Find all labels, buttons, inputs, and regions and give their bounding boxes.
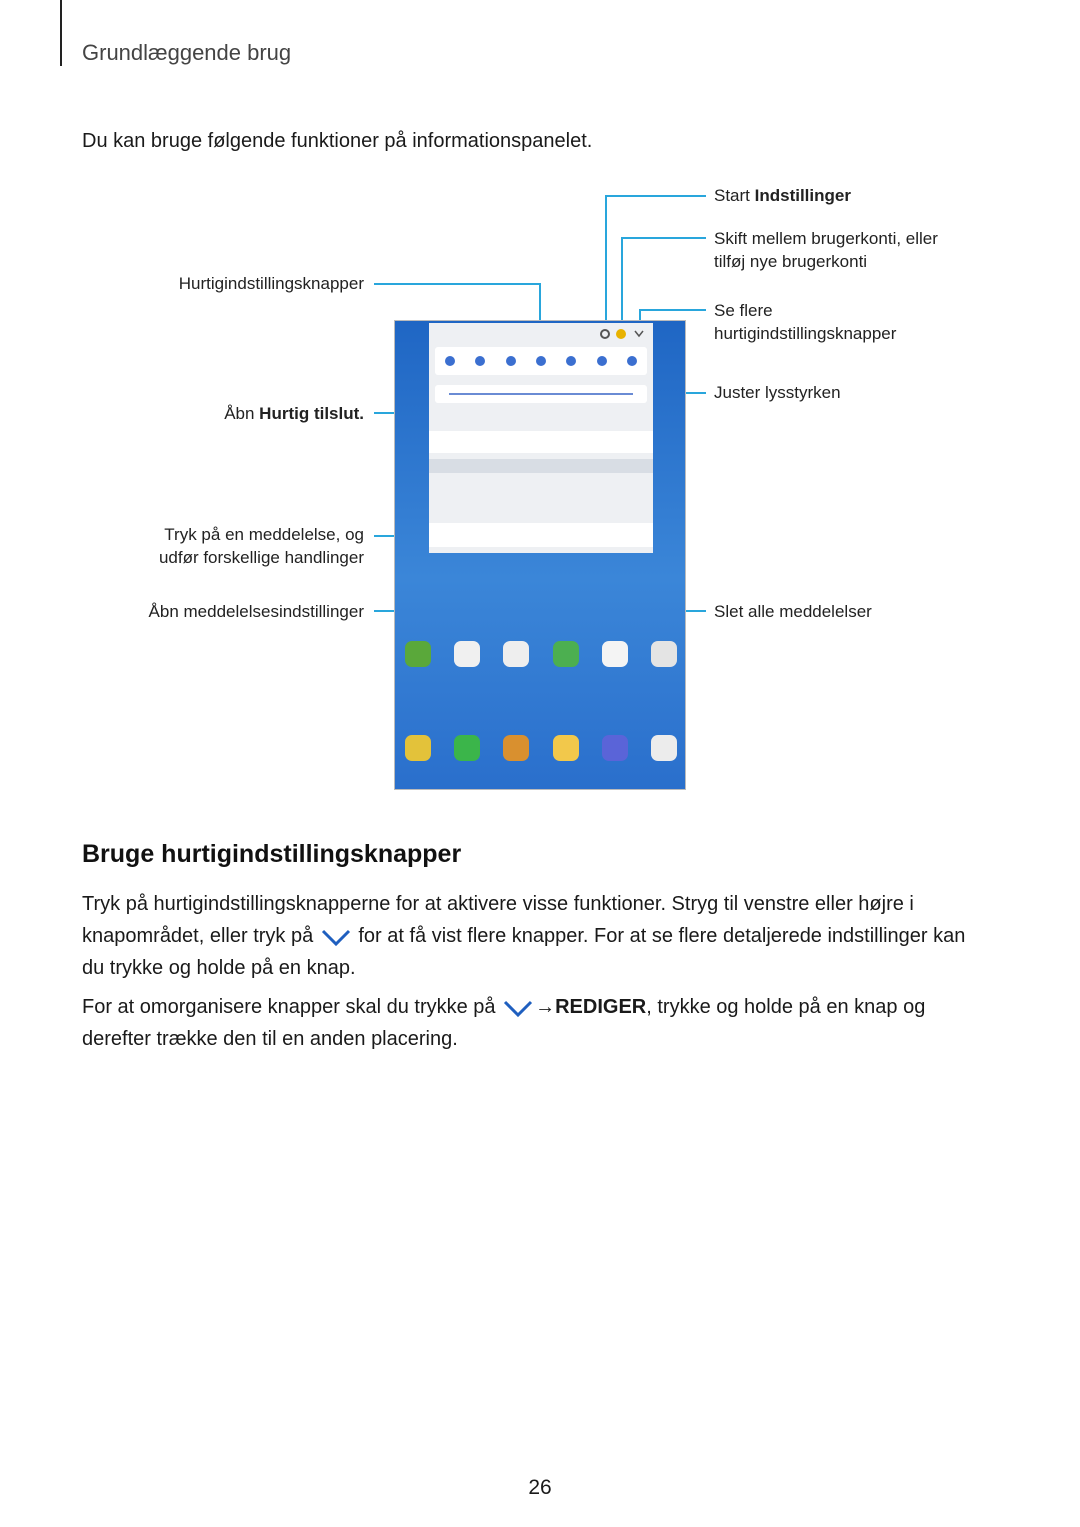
app-icon (405, 735, 431, 761)
sound-icon (505, 356, 516, 366)
location-icon (475, 356, 486, 366)
user-icon (616, 329, 626, 339)
callout-more-line1: Se flere (714, 301, 773, 320)
para2-text-a: For at omorganisere knapper skal du tryk… (82, 996, 496, 1018)
app-icon (552, 641, 579, 667)
para1-text-b: for at få vist flere knapper. For at se … (82, 925, 966, 979)
bluetooth-icon (566, 356, 577, 366)
callout-notif-settings: Åbn meddelelsesindstillinger (148, 602, 364, 621)
notification-item (429, 431, 653, 453)
callout-more-buttons: Se flere hurtigindstillingsknapper (714, 299, 896, 345)
paragraph-2: For at omorganisere knapper skal du tryk… (82, 991, 992, 1055)
callout-clear-all: Slet alle meddelelser (714, 602, 872, 621)
para2-text-b: , trykke og holde på en knap og derefter… (82, 996, 926, 1050)
arrow-glyph: → (535, 996, 556, 1018)
app-icon (601, 641, 628, 667)
callout-start-bold: Indstillinger (754, 186, 851, 205)
callout-quick-connect-prefix: Åbn (224, 404, 260, 423)
callout-switch-user: Skift mellem brugerkonti, eller tilføj n… (714, 227, 938, 273)
callout-quick-buttons: Hurtigindstillingsknapper (178, 274, 364, 293)
app-icon (601, 735, 628, 761)
callout-switch-line1: Skift mellem brugerkonti, eller (714, 229, 938, 248)
app-row-dock (405, 735, 677, 761)
gear-icon (600, 329, 610, 339)
brightness-slider (435, 385, 647, 403)
page-number: 26 (528, 1476, 552, 1499)
line-switch-user (621, 237, 706, 328)
section-title: Grundlæggende brug (82, 40, 292, 65)
app-icon (454, 735, 481, 761)
callout-tap-notification: Tryk på en meddelelse, og udfør forskell… (159, 523, 364, 569)
tablet-screenshot (394, 320, 686, 790)
app-icon (454, 641, 481, 667)
paragraph-1: Tryk på hurtigindstillingsknapperne for … (82, 888, 992, 984)
chevron-down-icon (634, 330, 644, 338)
callout-start-settings: Start Indstillinger (714, 184, 851, 207)
chevron-down-icon (321, 929, 350, 946)
callout-quick-connect-bold: Hurtig tilslut. (259, 404, 364, 423)
chevron-down-icon (504, 1000, 533, 1017)
app-icon (503, 641, 530, 667)
callout-switch-line2: tilføj nye brugerkonti (714, 252, 868, 271)
callout-more-line2: hurtigindstillingsknapper (714, 324, 897, 343)
app-icon (552, 735, 579, 761)
subheading: Bruge hurtigindstillingsknapper (82, 840, 462, 868)
para1-text-a: Tryk på hurtigindstillingsknapperne for … (82, 893, 914, 947)
data-icon (596, 356, 607, 366)
callout-tap-line1: Tryk på en meddelelse, og (164, 525, 364, 544)
quick-settings-bar (435, 347, 647, 375)
callout-quick-connect: Åbn Hurtig tilslut. (224, 402, 364, 425)
app-row-top (405, 641, 677, 667)
intro-text: Du kan bruge følgende funktioner på info… (82, 130, 593, 152)
app-icon (650, 735, 677, 761)
battery-icon (626, 356, 637, 366)
app-icon (405, 641, 431, 667)
wifi-icon (445, 356, 456, 366)
callout-brightness: Juster lysstyrken (714, 383, 841, 402)
line-start-settings (605, 195, 706, 328)
notification-panel (429, 323, 653, 553)
notification-item (429, 523, 653, 547)
app-icon (650, 641, 677, 667)
callout-start-prefix: Start (714, 186, 755, 205)
header-rule (60, 0, 62, 66)
callout-tap-line2: udfør forskellige handlinger (158, 548, 364, 567)
app-icon (503, 735, 530, 761)
notification-item (429, 459, 653, 473)
rotate-icon (535, 356, 546, 366)
rediger-label: REDIGER (555, 996, 647, 1018)
